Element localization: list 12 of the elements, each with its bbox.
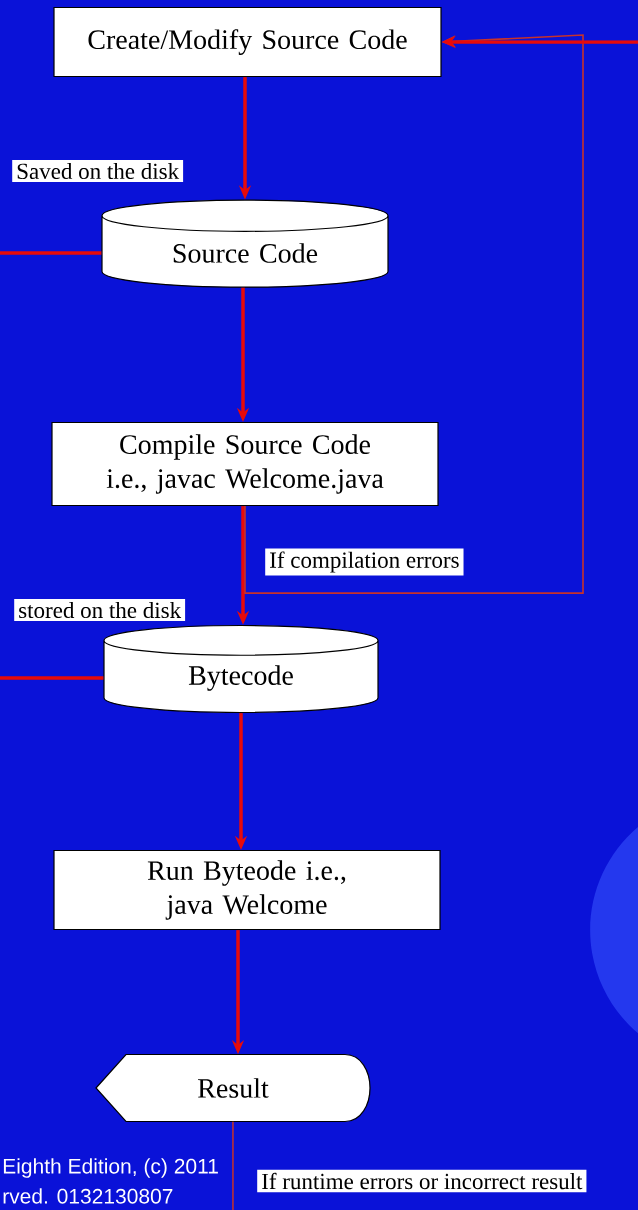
edge-label: stored on the disk [14, 598, 186, 622]
edge-label: Saved on the disk [12, 159, 184, 183]
process-box: Compile Source Code i.e., javac Welcome.java [51, 421, 439, 507]
edge-label: If compilation errors [265, 548, 464, 576]
process-box: Create/Modify Source Code [53, 6, 442, 78]
storage-cylinder: Source Code [101, 199, 389, 288]
storage-cylinder: Bytecode [103, 624, 379, 714]
edge-label: If runtime errors or incorrect result [257, 1169, 587, 1193]
footer-text: rved. 0132130807 [3, 1188, 173, 1204]
arrow [244, 34, 584, 594]
footer-text: Eighth Edition, (c) 2011 [3, 1158, 218, 1178]
process-box: Run Byteode i.e., java Welcome [53, 849, 441, 931]
